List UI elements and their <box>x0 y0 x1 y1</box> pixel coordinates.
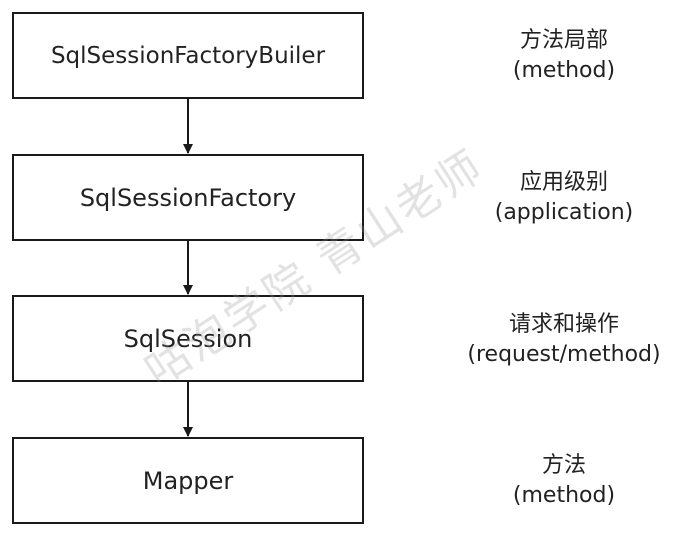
scope-note-subtitle: (application) <box>494 200 634 225</box>
scope-note-method: 方法 (method) <box>434 451 679 511</box>
node-label: Mapper <box>142 466 234 495</box>
scope-note-subtitle: (method) <box>512 483 616 508</box>
scope-note-title: 应用级别 <box>519 170 608 195</box>
node-sqlsessionfactory: SqlSessionFactory <box>12 154 364 241</box>
scope-note-title: 方法局部 <box>519 28 608 53</box>
node-sqlsessionfactorybuilder: SqlSessionFactoryBuiler <box>12 12 364 99</box>
node-label: SqlSessionFactoryBuiler <box>50 42 326 69</box>
node-mapper: Mapper <box>12 437 364 524</box>
scope-note-method-local: 方法局部 (method) <box>434 26 679 86</box>
scope-note-request: 请求和操作 (request/method) <box>434 310 679 370</box>
node-label: SqlSessionFactory <box>79 183 297 212</box>
scope-note-title: 方法 <box>541 453 586 478</box>
node-label: SqlSession <box>123 324 253 353</box>
scope-note-title: 请求和操作 <box>508 312 619 337</box>
scope-note-subtitle: (request/method) <box>467 342 661 367</box>
node-sqlsession: SqlSession <box>12 295 364 382</box>
scope-note-subtitle: (method) <box>512 58 616 83</box>
scope-note-application: 应用级别 (application) <box>434 168 679 228</box>
